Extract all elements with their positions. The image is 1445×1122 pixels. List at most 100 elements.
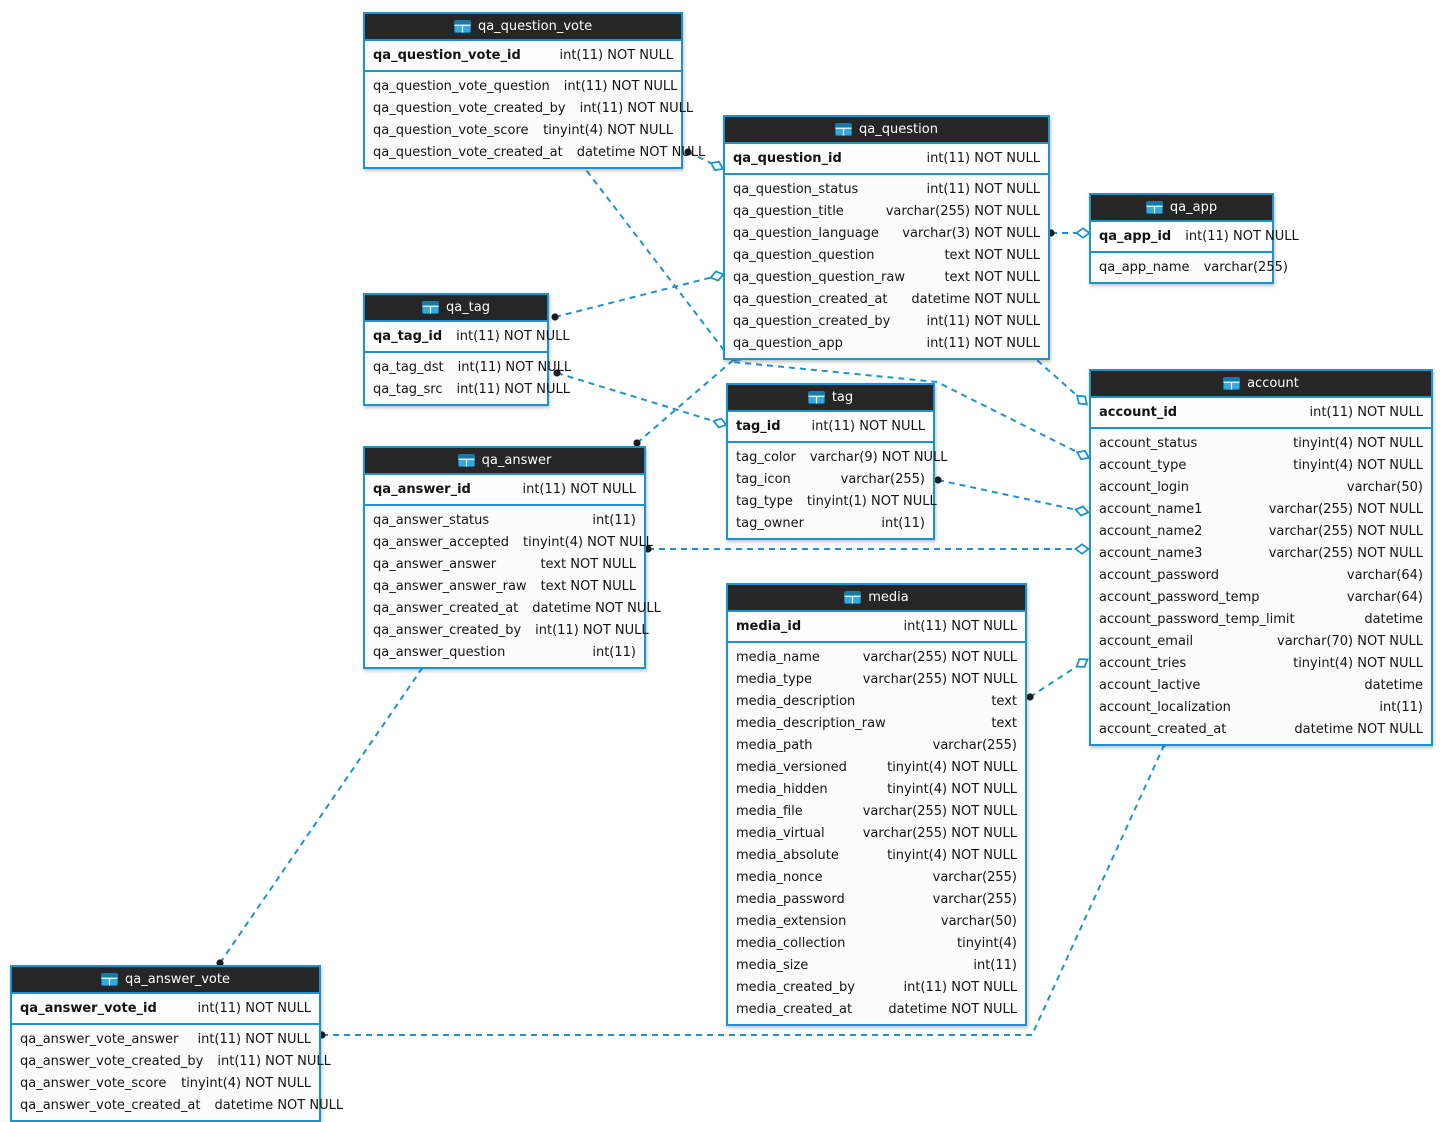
relation-line[interactable] xyxy=(322,740,1167,1036)
field-name: account_localization xyxy=(1099,699,1231,715)
field-name: qa_tag_dst xyxy=(373,359,444,375)
table-icon xyxy=(101,973,119,986)
field-type: tinyint(4) NOT NULL xyxy=(543,122,673,138)
field-name: qa_app_id xyxy=(1099,228,1172,244)
relation-tag.tag_owner-to-account.account_id[interactable] xyxy=(934,476,1090,517)
field-name: account_created_at xyxy=(1099,721,1227,737)
fk-endpoint-dot xyxy=(551,313,559,321)
table-header[interactable]: qa_app xyxy=(1091,195,1272,222)
relation-qa_question_vote.qa_question_vote_question-to-qa_question.qa_question_id[interactable] xyxy=(684,148,725,173)
table-header[interactable]: tag xyxy=(728,385,933,412)
field-name: tag_owner xyxy=(736,515,804,531)
field-type: tinyint(1) NOT NULL xyxy=(806,493,937,509)
field-type: varchar(255) NOT NULL xyxy=(885,203,1040,219)
field-name: tag_type xyxy=(736,493,793,509)
ref-endpoint-diamond xyxy=(1075,658,1089,668)
table-header[interactable]: qa_question_vote xyxy=(365,14,681,41)
relation-line[interactable] xyxy=(1029,662,1083,698)
field-type: tinyint(4) NOT NULL xyxy=(887,847,1017,863)
field-type: int(11) NOT NULL xyxy=(1309,404,1423,420)
relation-qa_answer_vote.qa_answer_vote_answer-to-qa_answer.qa_answer_id[interactable] xyxy=(216,653,434,967)
relation-qa_tag.qa_tag_dst-to-tag.tag_id[interactable] xyxy=(553,369,728,429)
field-type: varchar(255) xyxy=(932,891,1017,907)
field-type: datetime NOT NULL xyxy=(532,600,661,616)
relation-line[interactable] xyxy=(636,355,739,444)
table-header[interactable]: account xyxy=(1091,371,1431,398)
field-name: qa_question_app xyxy=(733,335,843,351)
field-type: int(11) NOT NULL xyxy=(522,481,636,497)
relation-qa_answer.qa_answer_created_by-to-account.account_id[interactable] xyxy=(644,543,1091,555)
field-name: account_name1 xyxy=(1099,501,1203,517)
table-icon xyxy=(1145,201,1163,214)
field-type: varchar(255) xyxy=(1203,259,1288,275)
field-row: qa_answer_created_at datetime NOT NULL xyxy=(365,597,661,619)
relation-media.media_created_by-to-account.account_id[interactable] xyxy=(1026,656,1090,701)
relation-line[interactable] xyxy=(556,372,721,424)
field-name: account_email xyxy=(1099,633,1194,649)
field-name: qa_tag_src xyxy=(373,381,443,397)
table-header[interactable]: qa_answer_vote xyxy=(12,967,319,994)
relation-qa_question.qa_question_app-to-qa_app.qa_app_id[interactable] xyxy=(1047,227,1092,239)
field-type: tinyint(4) xyxy=(956,935,1017,951)
relation-line[interactable] xyxy=(579,161,1084,456)
table-icon xyxy=(457,454,475,467)
table-header[interactable]: qa_answer xyxy=(365,448,644,475)
table-title: qa_answer_vote xyxy=(125,972,230,987)
fk-endpoint-dot xyxy=(216,959,224,967)
field-type: int(11) xyxy=(881,515,925,531)
field-name: media_type xyxy=(736,671,813,687)
field-name: qa_question_vote_id xyxy=(373,47,521,63)
field-name: media_file xyxy=(736,803,803,819)
relation-line[interactable] xyxy=(937,479,1083,512)
relation-line[interactable] xyxy=(554,275,718,318)
relation-qa_tag.qa_tag_src-to-qa_question.qa_question_id[interactable] xyxy=(551,270,725,321)
field-name: qa_question_vote_question xyxy=(373,78,550,94)
field-name: qa_answer_created_at xyxy=(373,600,519,616)
field-type: varchar(64) xyxy=(1346,567,1423,583)
table-header[interactable]: qa_tag xyxy=(365,295,547,322)
field-type: datetime xyxy=(1364,677,1423,693)
table-qa_question_vote[interactable]: qa_question_vote qa_question_vote_id int(1… xyxy=(363,12,705,169)
field-name: media_password xyxy=(736,891,845,907)
table-header[interactable]: qa_question xyxy=(725,117,1048,144)
relation-line[interactable] xyxy=(1028,352,1083,401)
field-name: account_name2 xyxy=(1099,523,1203,539)
field-type: int(11) NOT NULL xyxy=(579,100,694,116)
table-header[interactable]: media xyxy=(728,585,1025,612)
table-title: qa_answer xyxy=(481,453,552,468)
relation-line[interactable] xyxy=(219,660,428,964)
table-icon xyxy=(421,301,439,314)
field-type: text xyxy=(991,693,1017,709)
